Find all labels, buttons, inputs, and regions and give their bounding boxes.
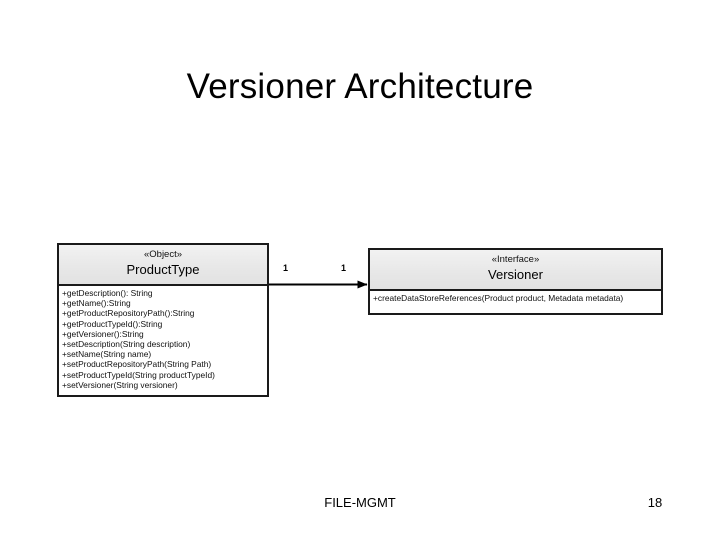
class-member: +createDataStoreReferences(Product produ…: [373, 293, 624, 303]
class-member: +getName():String: [62, 298, 131, 309]
class-name: ProductType: [126, 262, 200, 277]
class-member: +setVersioner(String versioner): [62, 379, 178, 390]
class-name: Versioner: [488, 267, 543, 282]
class-stereotype: «Object»: [143, 249, 183, 260]
page-title: Versioner Architecture: [186, 67, 534, 106]
uml-class-producttype[interactable]: «Object» ProductType +getDescription(): …: [57, 243, 269, 397]
class-member: +setName(String name): [62, 349, 152, 360]
class-members-producttype: +getDescription(): String +getName():Str…: [59, 286, 267, 395]
source-multiplicity-label: 1: [283, 263, 289, 273]
class-member: +setProductRepositoryPath(String Path): [62, 359, 212, 370]
class-member: +getProductRepositoryPath():String: [62, 308, 195, 319]
target-multiplicity-label: 1: [341, 263, 347, 273]
class-member: +getProductTypeId():String: [62, 318, 163, 329]
class-member: +getVersioner():String: [62, 328, 144, 339]
page-number: 18: [647, 495, 663, 510]
class-stereotype: «Interface»: [491, 254, 540, 265]
footer-text: FILE-MGMT: [324, 495, 396, 510]
class-members-versioner: +createDataStoreReferences(Product produ…: [370, 291, 661, 313]
class-member: +setDescription(String description): [62, 339, 191, 350]
class-member: +getDescription(): String: [62, 288, 153, 298]
class-header-versioner: «Interface» Versioner: [370, 250, 661, 291]
class-member: +setProductTypeId(String productTypeId): [62, 369, 215, 380]
uml-class-versioner[interactable]: «Interface» Versioner +createDataStoreRe…: [368, 248, 663, 315]
class-header-producttype: «Object» ProductType: [59, 245, 267, 286]
